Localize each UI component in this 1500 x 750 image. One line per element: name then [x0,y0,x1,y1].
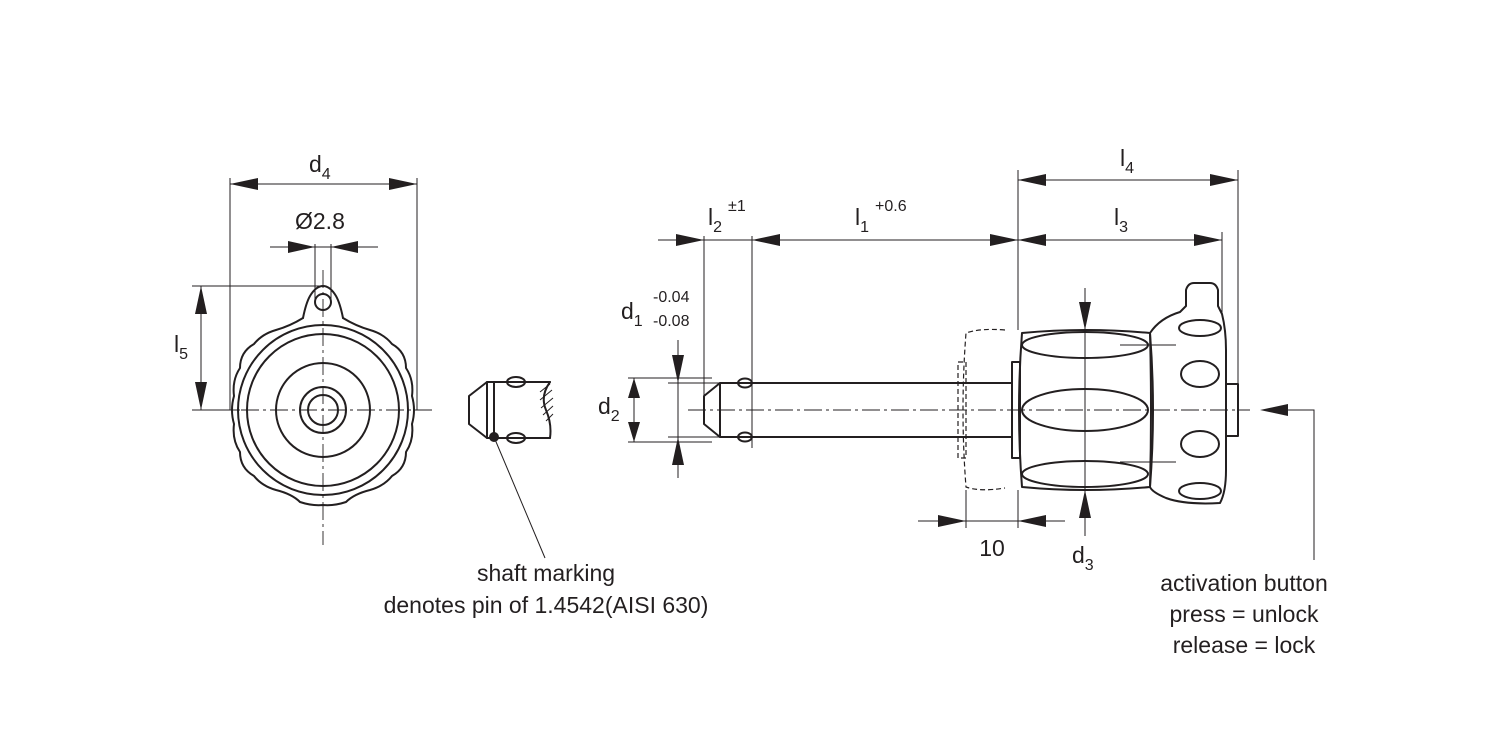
hole-diameter-label: Ø2.8 [295,208,345,234]
handle-head [1149,282,1227,505]
pressed-collar-outline [957,361,967,459]
d4-arrow-right [389,178,417,190]
lug [302,285,344,319]
knurled-outer-contour [231,317,415,507]
shaft-note-line1: shaft marking [477,560,615,586]
travel-label: 10 [979,535,1005,561]
d2-arrow-bottom [628,422,640,442]
pin-face [307,394,339,426]
d2-label: d2 [598,393,620,425]
head-notch-bottom [1178,482,1222,500]
button-leader [1288,409,1315,560]
d4-arrow-left [230,178,258,190]
button-note-line2: press = unlock [1170,601,1319,627]
l4-arrow-left [1018,174,1046,186]
hole-arrow-right [331,241,358,253]
l4-label: l4 [1120,145,1134,177]
d1-arrow-top [672,355,684,383]
d1-tolerance-lower: -0.08 [653,313,690,330]
pressed-handle-outline [962,328,1006,491]
l2-label: l2±1 [708,198,746,236]
d1-arrow-bottom [672,437,684,465]
head-notch-top [1178,319,1222,337]
head-notch-lower [1180,430,1220,458]
l3-arrow-right [1194,234,1222,246]
button-note: activation button press = unlock release… [1160,570,1328,658]
d2-arrow-top [628,378,640,398]
section-hatch [539,383,554,422]
l5-arrow-bottom [195,382,207,410]
collar [275,362,371,458]
button-arrow [1260,404,1288,416]
activation-button [1225,383,1239,437]
shaft-note-line2: denotes pin of 1.4542(AISI 630) [384,592,709,618]
marking-leader [493,436,546,559]
l5-label: l5 [174,331,188,363]
button-note-line3: release = lock [1173,632,1316,658]
travel-arrow-right [1018,515,1046,527]
l2-arrow-right [752,234,780,246]
button-note-line1: activation button [1160,570,1328,596]
ball-top [506,376,526,388]
d1-label: d1 [621,298,643,330]
travel-arrow-left [938,515,966,527]
d3-arrow-bottom [1079,490,1091,518]
l5-arrow-top [195,286,207,314]
d3-label: d3 [1072,542,1094,574]
front-view: d4 Ø2.8 l5 [174,151,432,545]
l3-label: l3 [1114,204,1128,236]
ring-inner [246,333,400,487]
pin-outline [703,382,1013,438]
d1-tolerance-upper: -0.04 [653,289,690,306]
lug-hole [314,293,332,311]
hole-arrow-left [288,241,315,253]
d4-label: d4 [309,151,331,183]
pin-bore [299,386,347,434]
shaft-break-line [542,381,552,439]
l2-arrow-left [676,234,704,246]
shaft-tip-outline [468,381,551,439]
ball-bottom [506,432,526,444]
shaft-detail: shaft marking denotes pin of 1.4542(AISI… [384,376,709,618]
l1-arrow-right [990,234,1018,246]
side-view: l2±1 l1+0.6 l4 l3 d1 -0.04 -0.08 d2 [598,145,1315,574]
head-notch-upper [1180,360,1220,388]
l3-arrow-left [1018,234,1046,246]
l4-arrow-right [1210,174,1238,186]
d3-arrow-top [1079,302,1091,330]
l1-label: l1+0.6 [855,198,907,236]
